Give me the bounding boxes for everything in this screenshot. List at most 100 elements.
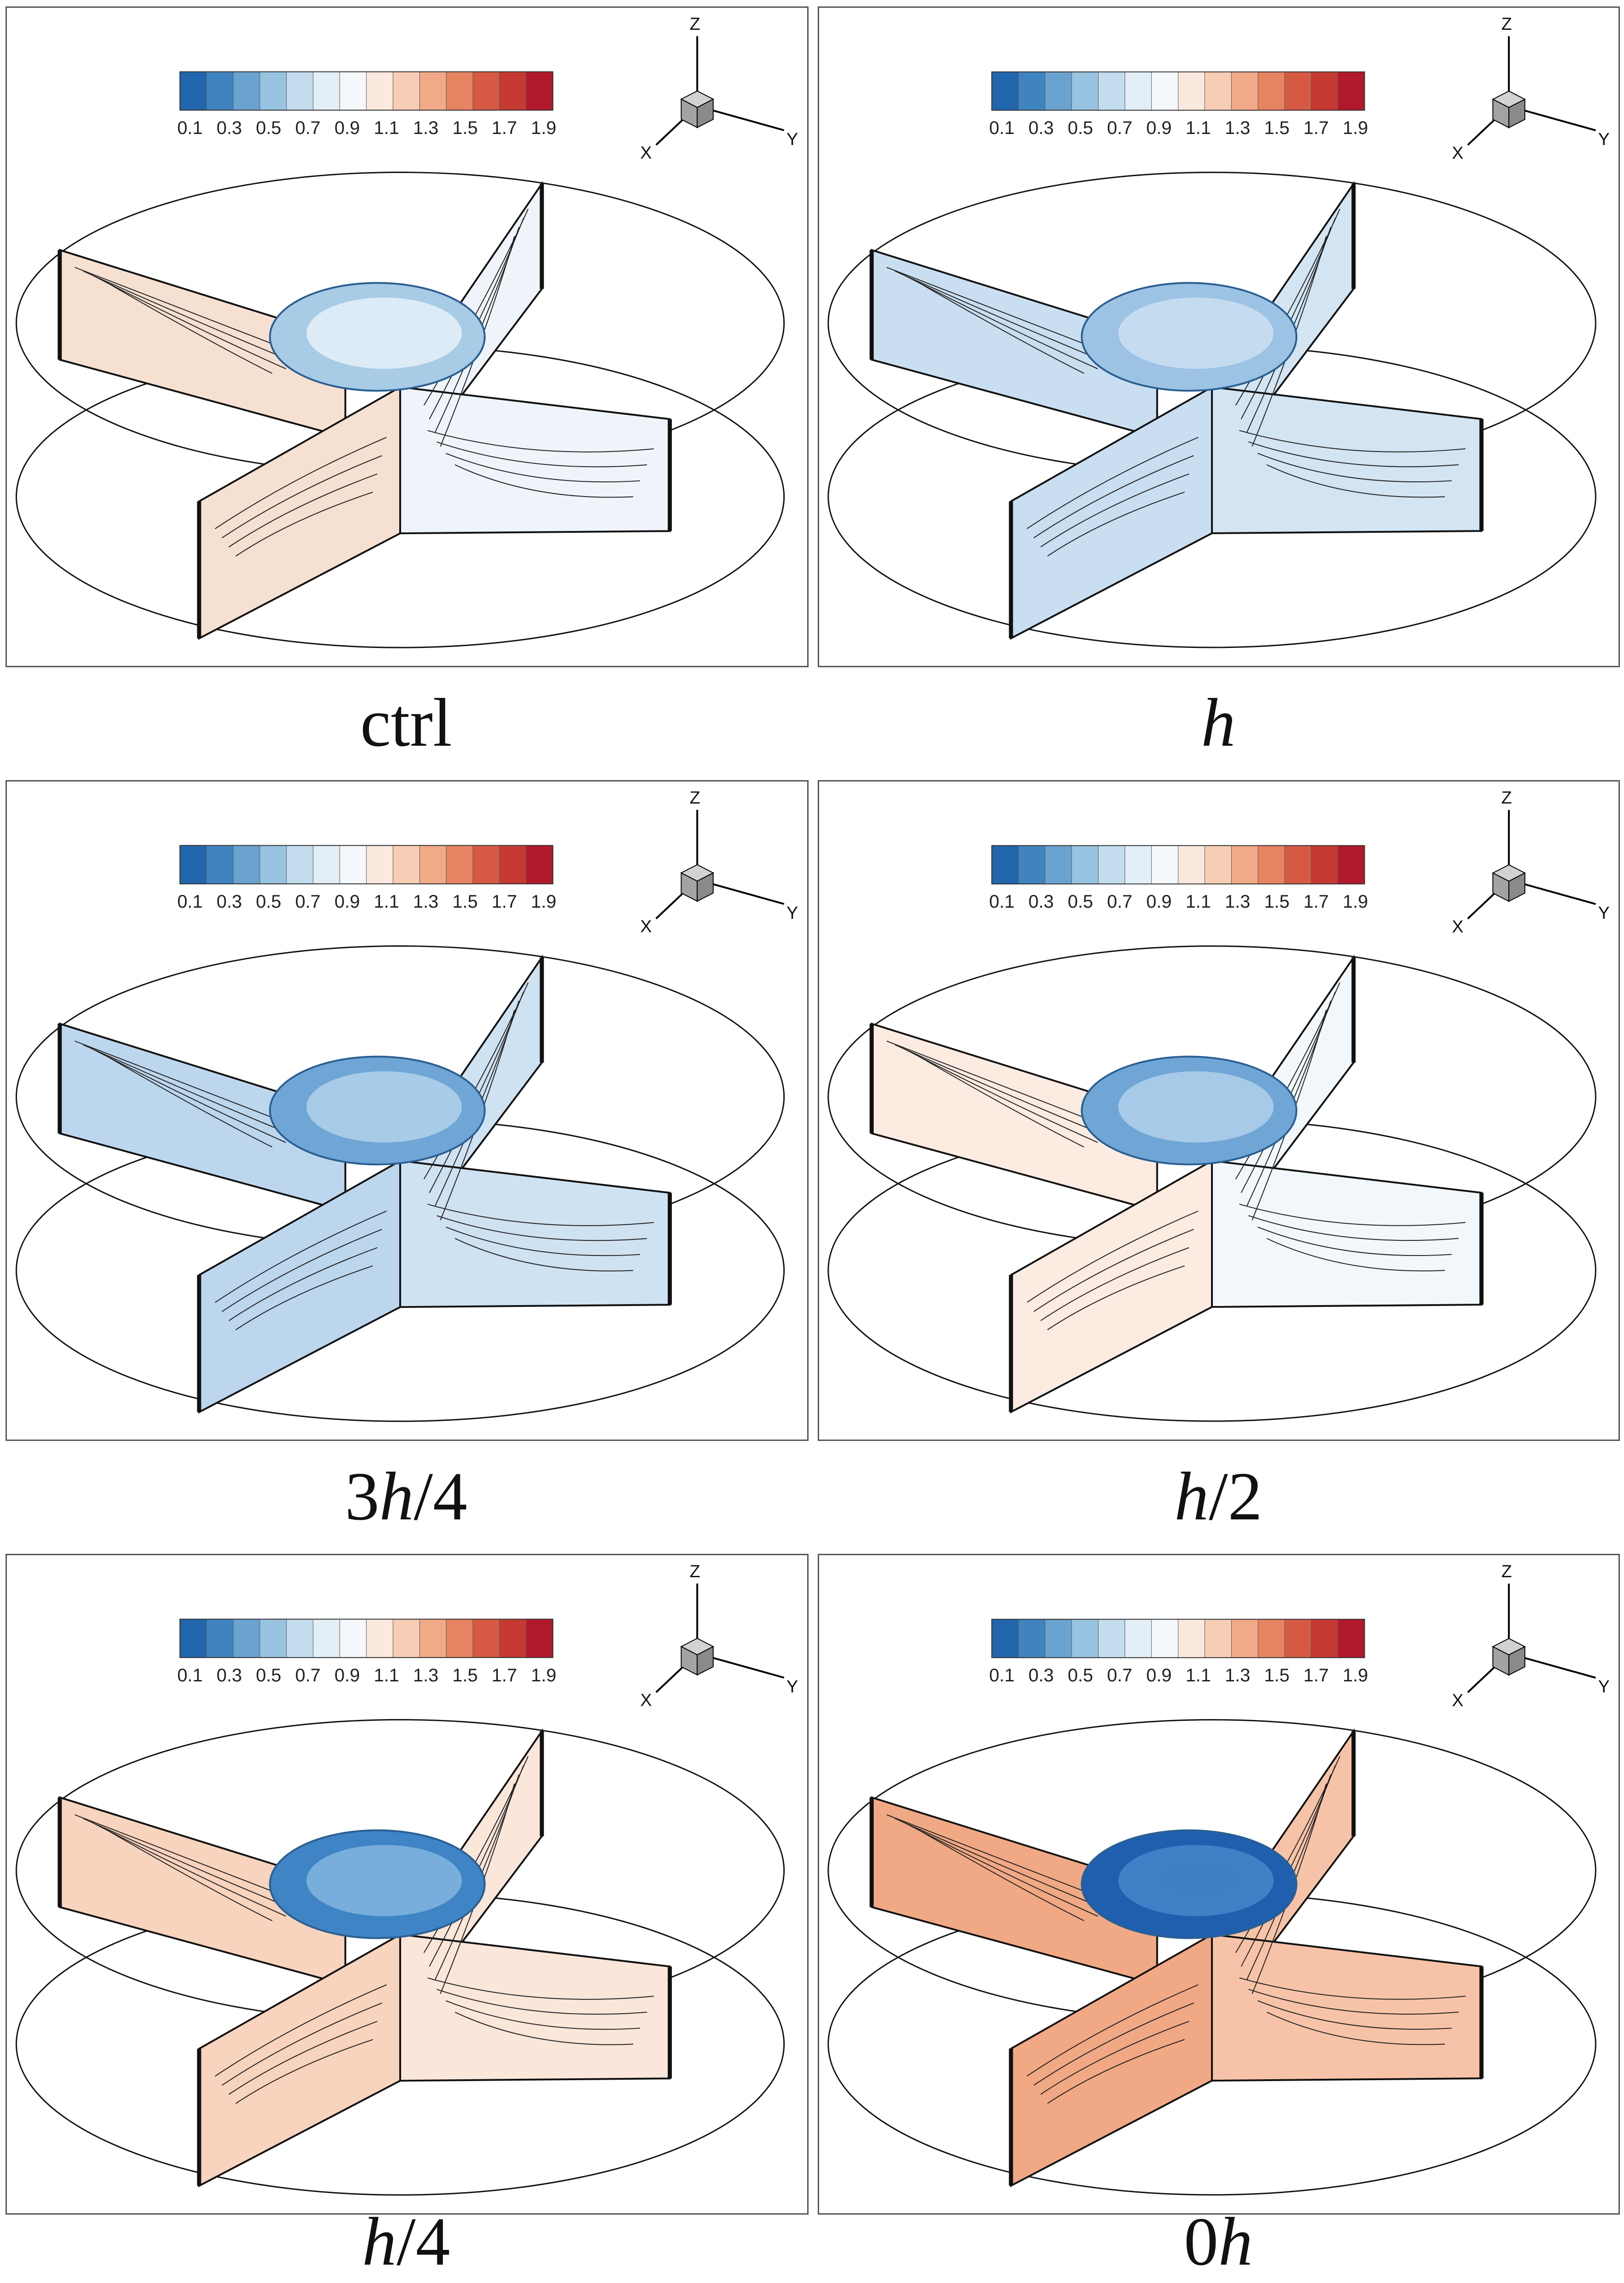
colorbar-swatch	[991, 845, 1019, 884]
blade-front-right	[1211, 1160, 1483, 1308]
colorbar-swatch	[446, 1619, 474, 1658]
contour-line	[436, 1215, 647, 1241]
y-axis-label: Y	[1598, 904, 1610, 923]
colorbar-swatch	[286, 71, 314, 111]
contour-line	[1040, 2021, 1189, 2095]
contour-line	[215, 437, 387, 530]
contour-line	[427, 430, 654, 452]
contour-line	[903, 274, 1098, 369]
colorbar-tick-label: 0.5	[256, 892, 281, 912]
colorbar-swatch	[1338, 1619, 1365, 1658]
colorbar-swatch	[1311, 845, 1339, 884]
contour-line	[1033, 2002, 1194, 2086]
colorbar-swatch	[179, 71, 207, 111]
colorbar-tick-label: 1.5	[1264, 892, 1289, 912]
colorbar-swatch	[991, 72, 1019, 111]
colorbar-swatch	[339, 1619, 367, 1658]
hub-core-contour	[345, 312, 432, 349]
contour-line	[1267, 2011, 1445, 2045]
contour-line	[1027, 1984, 1199, 2076]
x-axis-label: X	[1452, 144, 1463, 163]
caption-part: h	[1174, 1458, 1209, 1535]
colorbar-tick-label: 0.3	[1028, 892, 1054, 912]
colorbar-swatch	[1071, 845, 1099, 884]
colorbar-frame	[991, 71, 1365, 111]
colorbar-swatch	[1151, 72, 1179, 111]
contour-line	[894, 270, 1112, 365]
contour-line	[427, 1204, 654, 1226]
contour-line	[83, 270, 300, 365]
colorbar-swatch	[1018, 845, 1046, 884]
colorbar-swatch	[1284, 72, 1312, 111]
caption-part: /4	[413, 1458, 468, 1535]
colorbar-swatch	[1231, 1619, 1259, 1658]
blade-front-right	[399, 386, 671, 535]
colorbar-tick-label: 1.9	[1343, 118, 1368, 138]
colorbar-tick-label: 1.7	[1303, 1665, 1328, 1686]
contour-line	[1239, 1204, 1466, 1226]
contour-line	[903, 1048, 1098, 1143]
colorbar-swatch	[1124, 72, 1152, 111]
caption-ctrl: ctrl	[0, 684, 812, 762]
colorbar-swatch	[1204, 1619, 1232, 1658]
contour-line	[894, 1044, 1112, 1139]
x-axis-label: X	[1452, 1691, 1463, 1710]
colorbar-swatch	[499, 71, 527, 111]
colorbar-frame	[179, 71, 553, 111]
colorbar-tick-label: 0.5	[1068, 892, 1093, 912]
hub-core-contour	[1157, 1086, 1244, 1122]
z-axis-label: Z	[690, 1562, 700, 1581]
contour-line	[434, 1000, 519, 1207]
x-axis-label: X	[640, 144, 652, 163]
contour-line	[229, 473, 378, 547]
colorbar-tick-label: 0.1	[989, 892, 1015, 912]
colorbar-tick-label: 0.7	[1107, 892, 1132, 912]
colorbar-swatch	[206, 71, 234, 111]
z-axis-label: Z	[690, 788, 700, 808]
contour-line	[1248, 1215, 1459, 1241]
colorbar-tick-label: 0.3	[1028, 1665, 1054, 1686]
contour-line	[894, 1818, 1112, 1912]
contour-line	[455, 2011, 633, 2045]
contour-line	[446, 453, 640, 483]
colorbar-swatch	[1257, 1619, 1285, 1658]
hub-core-contour	[345, 1859, 432, 1896]
colorbar-swatch	[233, 71, 261, 111]
colorbar-tick-label: 1.3	[413, 1665, 438, 1686]
contour-line	[99, 1051, 273, 1148]
colorbar-tick-label: 0.1	[177, 118, 202, 138]
blade-front-right	[399, 1160, 671, 1308]
colorbar-tick-label: 0.5	[256, 1665, 281, 1686]
contour-line	[235, 2039, 373, 2104]
contour-line	[1033, 1228, 1194, 1312]
colorbar-tick-label: 0.7	[295, 118, 320, 138]
colorbar-swatch	[499, 845, 527, 884]
colorbar-tick-label: 0.9	[335, 892, 360, 912]
contour-line	[1246, 1000, 1331, 1207]
colorbar-swatch	[233, 1619, 261, 1658]
caption-part: h	[1201, 685, 1236, 761]
y-axis-label: Y	[1598, 130, 1610, 149]
contour-line	[446, 2000, 640, 2030]
colorbar-swatch	[233, 845, 261, 884]
colorbar-swatch	[499, 1619, 527, 1658]
contour-line	[1257, 2000, 1452, 2030]
colorbar-swatch	[179, 845, 207, 884]
contour-line	[436, 441, 647, 468]
contour-line	[434, 227, 519, 433]
contour-line	[1239, 430, 1466, 452]
colorbar-tick-label: 1.3	[1225, 118, 1250, 138]
contour-line	[1047, 491, 1185, 557]
colorbar-swatch	[206, 1619, 234, 1658]
colorbar-frame	[179, 845, 553, 885]
colorbar-swatch	[446, 71, 474, 111]
colorbar-swatch	[526, 1619, 553, 1658]
x-axis-label: X	[640, 917, 652, 937]
colorbar-swatch	[473, 71, 500, 111]
colorbar-swatch	[526, 845, 553, 884]
colorbar-tick-label: 1.7	[1303, 892, 1328, 912]
